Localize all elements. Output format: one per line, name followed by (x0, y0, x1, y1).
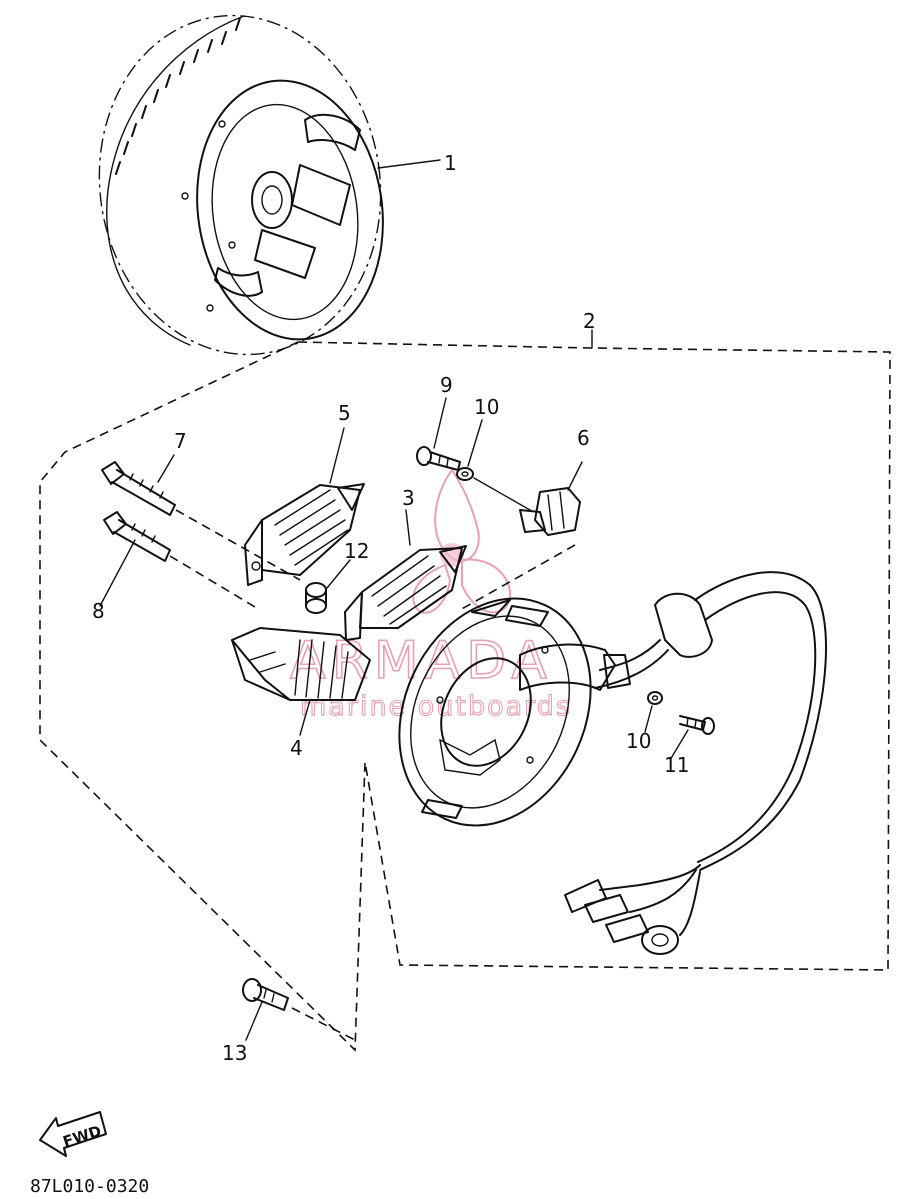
label-part-4: 4 (290, 736, 303, 760)
flywheel-rotor (98, 14, 441, 356)
label-part-10-lower: 10 (626, 729, 651, 753)
propeller-logo-icon (412, 468, 511, 614)
bolt-8 (103, 511, 171, 562)
label-part-2: 2 (583, 309, 596, 333)
wire-harness (519, 571, 827, 955)
label-part-8: 8 (92, 599, 105, 623)
stator-assembly-boundary (39, 329, 891, 1052)
washer-10-upper (456, 419, 531, 511)
label-part-10-upper: 10 (474, 395, 499, 419)
watermark-brand: ARMADA (290, 631, 553, 691)
label-part-5: 5 (338, 401, 351, 425)
screw-9 (416, 397, 461, 471)
collar-12 (305, 559, 351, 614)
screw-13 (242, 978, 356, 1041)
label-part-7: 7 (174, 429, 187, 453)
pulser-coil-3 (344, 509, 467, 641)
label-part-6: 6 (577, 426, 590, 450)
label-part-1: 1 (444, 151, 457, 175)
screw-11 (669, 715, 715, 761)
stator-base-plate (398, 597, 592, 827)
part-labels: 1 2 3 4 5 6 7 8 9 10 10 11 12 13 (92, 151, 689, 1065)
connector-6 (519, 461, 583, 536)
watermark-tagline: marine outboards (300, 691, 572, 722)
bolt-7 (101, 461, 176, 516)
label-part-9: 9 (440, 373, 453, 397)
label-part-3: 3 (402, 486, 415, 510)
label-part-12: 12 (344, 539, 369, 563)
fwd-label: FWD (61, 1122, 104, 1151)
label-part-11: 11 (664, 753, 689, 777)
lighting-coil-4 (231, 627, 371, 736)
charge-coil-5 (244, 427, 365, 586)
diagram-code: 87L010-0320 (30, 1176, 149, 1197)
washer-10-lower (644, 691, 663, 733)
fwd-arrow-icon: FWD (39, 1111, 107, 1157)
label-part-13: 13 (222, 1041, 247, 1065)
